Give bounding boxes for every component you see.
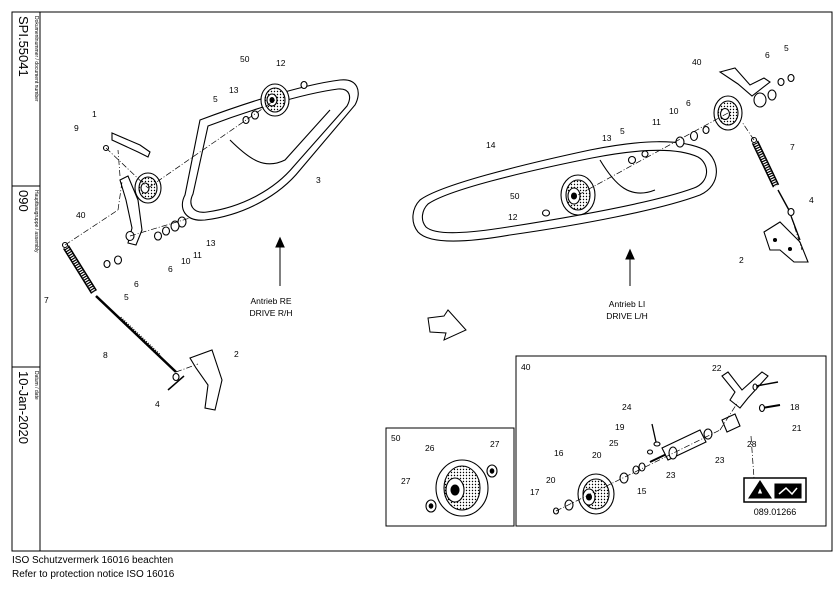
callout: 23 bbox=[715, 455, 725, 465]
callout: 11 bbox=[652, 117, 661, 127]
callout: 5 bbox=[784, 43, 789, 53]
callout: 1 bbox=[92, 109, 97, 119]
detail-box-50-id: 50 bbox=[391, 433, 401, 443]
callout: 13 bbox=[206, 238, 216, 248]
callout: 5 bbox=[213, 94, 218, 104]
callout: 11 bbox=[193, 250, 202, 260]
callouts-pulley-detail: 26 27 27 bbox=[401, 439, 500, 486]
callout: 7 bbox=[790, 142, 795, 152]
callout: 3 bbox=[316, 175, 321, 185]
assembly-label: Hauptbaugruppe / assembly bbox=[33, 190, 39, 253]
drive-rh-label-de: Antrieb RE bbox=[250, 296, 291, 306]
callout: 22 bbox=[712, 363, 722, 373]
assembly-number: 090 bbox=[16, 190, 31, 212]
drive-lh-label-de: Antrieb LI bbox=[609, 299, 645, 309]
callout: 24 bbox=[622, 402, 632, 412]
callouts-tensioner-detail: 22 18 21 24 19 25 16 20 23 23 28 15 20 1… bbox=[530, 363, 802, 497]
callout: 26 bbox=[425, 443, 435, 453]
detail-box-40 bbox=[515, 355, 827, 527]
callout: 23 bbox=[666, 470, 676, 480]
spring-7-rh bbox=[63, 245, 97, 294]
callout: 40 bbox=[76, 210, 86, 220]
callout: 19 bbox=[615, 422, 625, 432]
callout: 2 bbox=[234, 349, 239, 359]
date-label: Datum / date bbox=[33, 371, 39, 400]
callout: 25 bbox=[609, 438, 619, 448]
callout: 20 bbox=[592, 450, 602, 460]
callout: 13 bbox=[229, 85, 239, 95]
callout: 16 bbox=[554, 448, 564, 458]
tensioner-40-detail bbox=[552, 371, 807, 515]
callout: 12 bbox=[508, 212, 518, 222]
callout: 6 bbox=[765, 50, 770, 60]
callout: 13 bbox=[602, 133, 612, 143]
callout: 9 bbox=[74, 123, 79, 133]
drive-rh-assembly bbox=[61, 79, 359, 411]
callout: 18 bbox=[790, 402, 800, 412]
callout: 5 bbox=[124, 292, 129, 302]
callout: 7 bbox=[44, 295, 49, 305]
callout: 14 bbox=[486, 140, 496, 150]
callout: 27 bbox=[490, 439, 500, 449]
callout: 40 bbox=[692, 57, 702, 67]
drive-rh-label-en: DRIVE R/H bbox=[250, 308, 293, 318]
callout: 10 bbox=[181, 256, 191, 266]
callout: 5 bbox=[620, 126, 625, 136]
callout: 12 bbox=[276, 58, 286, 68]
callout: 20 bbox=[546, 475, 556, 485]
pulley-26-detail bbox=[425, 459, 498, 517]
callout: 28 bbox=[747, 439, 757, 449]
direction-arrow bbox=[427, 309, 467, 341]
callout: 21 bbox=[792, 423, 802, 433]
drive-lh-label-en: DRIVE L/H bbox=[606, 311, 648, 321]
callouts-drive-rh: 50 12 5 13 1 9 3 40 13 11 10 6 5 6 7 8 2… bbox=[44, 54, 321, 409]
footer-protection-de: ISO Schutzvermerk 16016 beachten bbox=[12, 555, 174, 566]
callout: 17 bbox=[530, 487, 540, 497]
callout: 27 bbox=[401, 476, 411, 486]
document-number: SPI.55041 bbox=[16, 16, 31, 77]
callout: 50 bbox=[510, 191, 520, 201]
callout: 8 bbox=[103, 350, 108, 360]
document-number-label: Dokumentnummer / document number bbox=[33, 16, 39, 102]
callout: 4 bbox=[809, 195, 814, 205]
callout: 10 bbox=[669, 106, 679, 116]
footer-protection-en: Refer to protection notice ISO 16016 bbox=[12, 569, 175, 580]
document-date: 10-Jan-2020 bbox=[16, 371, 31, 444]
callout: 4 bbox=[155, 399, 160, 409]
spring-7-lh bbox=[751, 140, 780, 188]
detail-box-40-id: 40 bbox=[521, 362, 531, 372]
warning-code: 089.01266 bbox=[754, 507, 797, 517]
callouts-drive-lh: 40 6 5 14 13 5 11 10 6 7 50 12 4 2 bbox=[486, 43, 814, 265]
detail-box-50 bbox=[385, 427, 515, 527]
callout: 15 bbox=[637, 486, 647, 496]
callout: 6 bbox=[134, 279, 139, 289]
callout: 6 bbox=[168, 264, 173, 274]
drive-lh-assembly bbox=[412, 67, 809, 286]
v-belt-14 bbox=[412, 141, 717, 242]
callout: 2 bbox=[739, 255, 744, 265]
callout: 50 bbox=[240, 54, 250, 64]
callout: 6 bbox=[686, 98, 691, 108]
